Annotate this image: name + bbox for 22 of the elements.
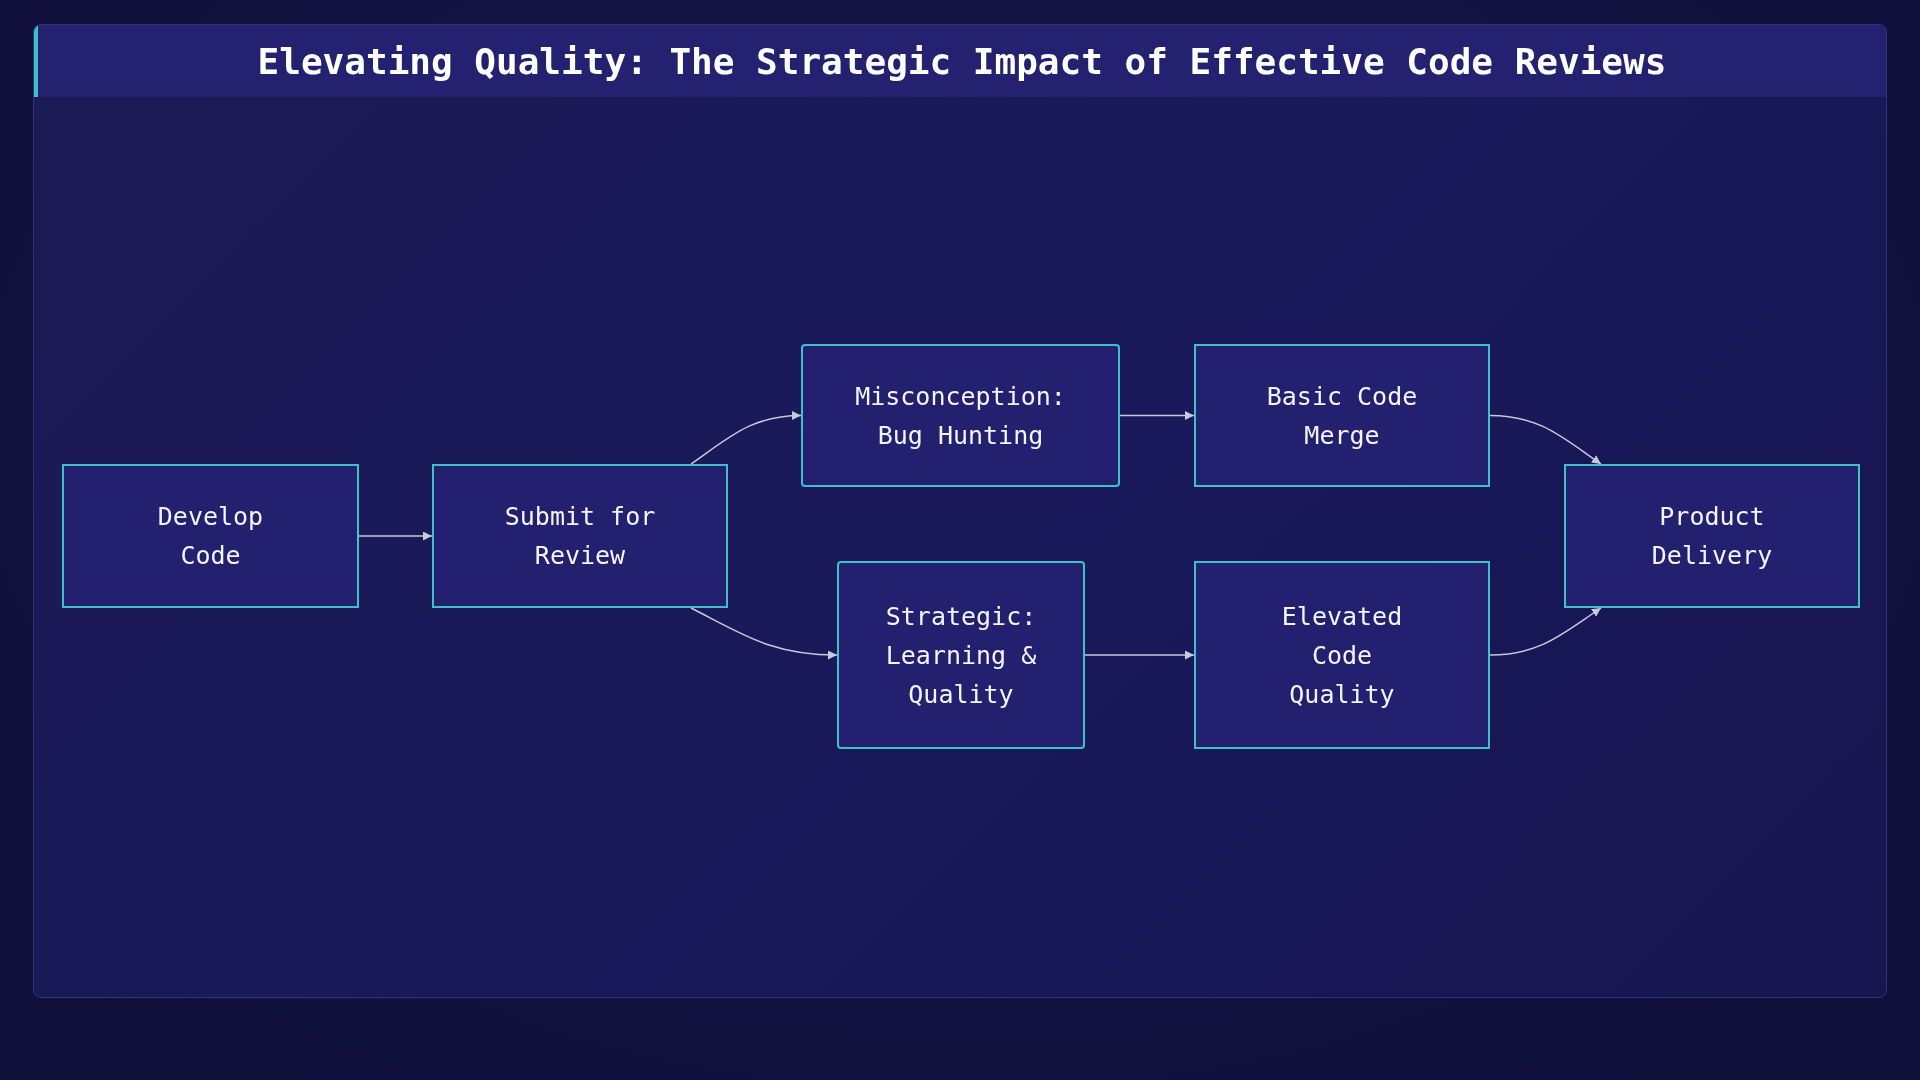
node-label: Misconception: Bug Hunting [854,380,1067,452]
node-label: Product Delivery [1650,501,1774,572]
arrow [1119,411,1195,420]
process-box [1564,464,1860,608]
node-label: Submit for Review [503,501,657,572]
process-box [837,561,1085,749]
curved-arrow [1489,607,1602,656]
arrow [1084,650,1195,660]
process-box [62,464,359,608]
process-box [432,464,728,608]
node-label: Strategic: Learning & Quality [884,600,1038,711]
curved-arrow [690,607,838,660]
arrow [358,531,433,541]
node-label: Elevated Code Quality [1280,600,1404,711]
node-label: Develop Code [156,501,265,572]
process-box [1194,344,1490,487]
node-label: Basic Code Merge [1265,380,1419,452]
curved-arrow [1489,414,1602,465]
diagram-title: Elevating Quality: The Strategic Impact of Effective Code Reviews [257,40,1667,82]
process-box [1194,561,1490,749]
curved-arrow [690,411,802,465]
process-box [801,344,1120,487]
